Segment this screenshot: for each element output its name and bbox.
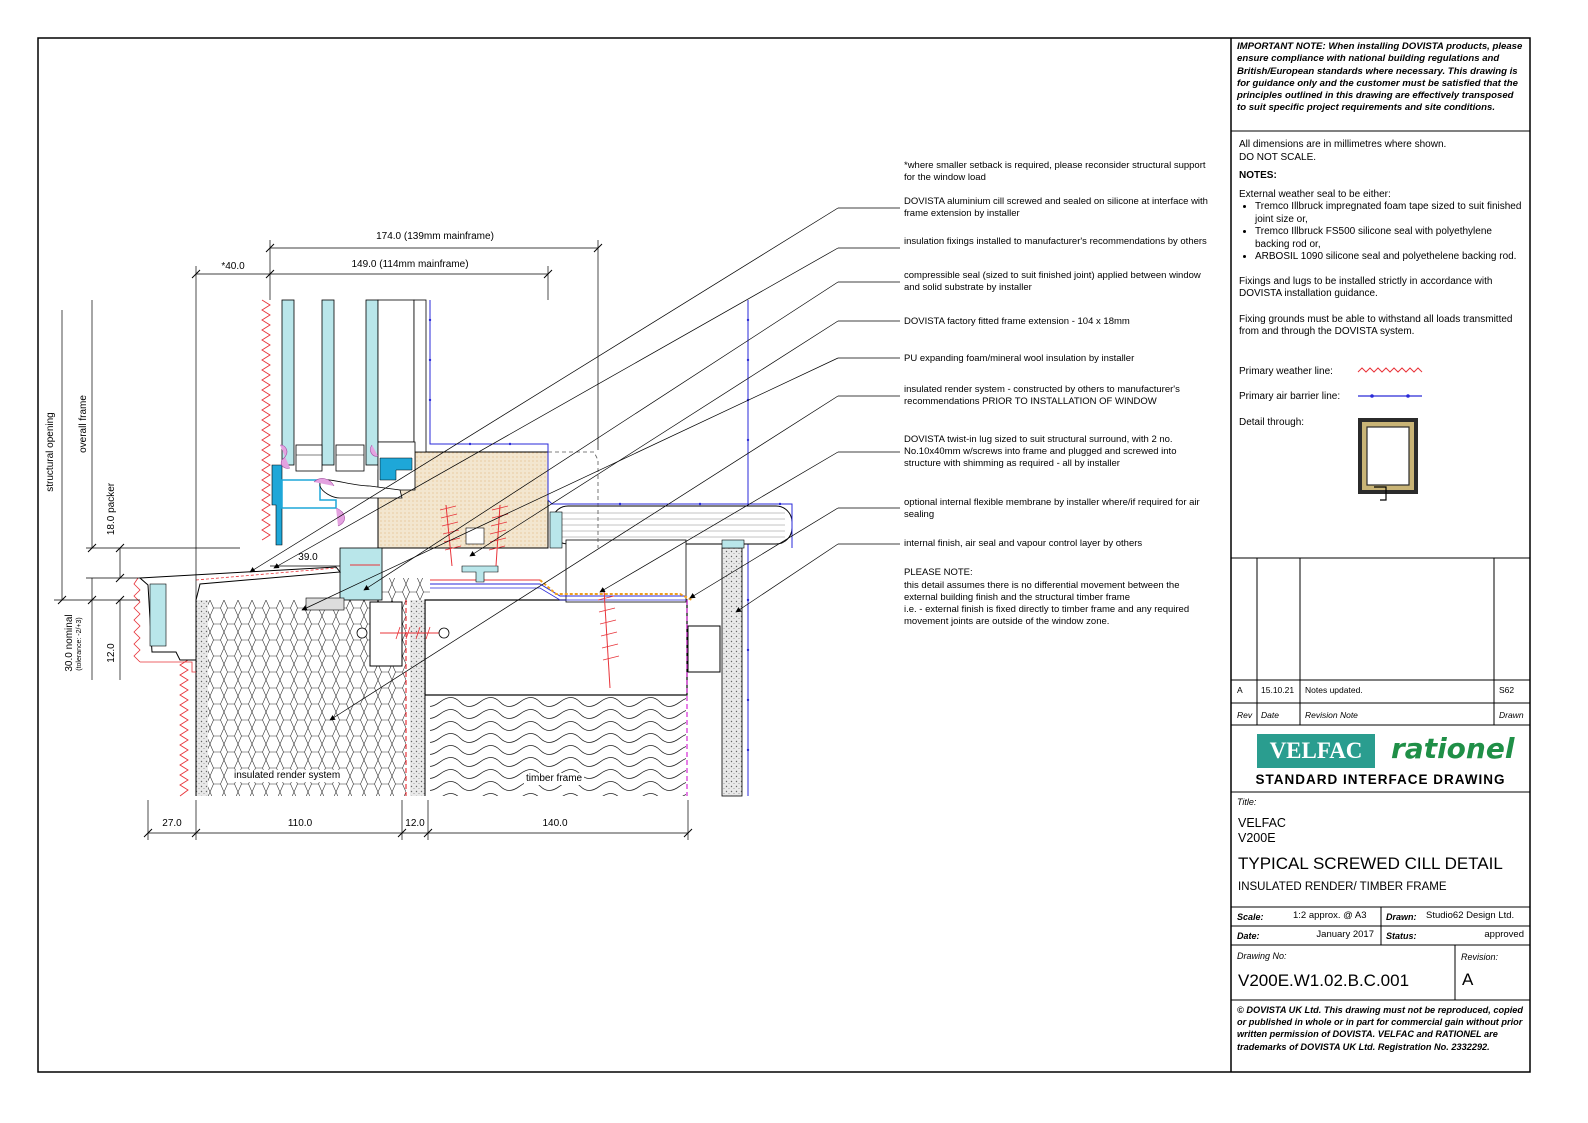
detail-through-label: Detail through:	[1239, 417, 1305, 428]
annotation-aluminium-cill: DOVISTA aluminium cill screwed and seale…	[904, 196, 1208, 219]
velfac-logo-text: VELFAC	[1269, 738, 1363, 763]
dimension-ticks	[57, 243, 693, 838]
scale-label: Scale:	[1237, 912, 1264, 922]
dim-174: 174.0 (139mm mainframe)	[376, 231, 494, 242]
revision-label: Revision:	[1461, 952, 1499, 962]
revision-header-drawn: Drawn	[1499, 710, 1524, 720]
revision-header-note: Revision Note	[1305, 710, 1358, 720]
revision-header-date: Date	[1261, 710, 1279, 720]
grounds-note: Fixing grounds must be able to withstand…	[1239, 313, 1513, 338]
scale-value: 1:2 approx. @ A3	[1293, 910, 1367, 921]
section-drawing	[133, 299, 793, 797]
seal-option: ARBOSIL 1090 silicone seal and polyethel…	[1255, 251, 1525, 264]
dim-tolerance: (tolerance: -2/+3)	[76, 617, 83, 671]
revision-value: A	[1462, 970, 1474, 989]
dim-12-vertical: 12.0	[106, 643, 117, 663]
annotation-setback: *where smaller setback is required, plea…	[904, 160, 1206, 183]
drawn-value: Studio62 Design Ltd.	[1426, 910, 1515, 921]
annotation-insulation-fixings: insulation fixings installed to manufact…	[904, 236, 1207, 247]
sheet-border	[37, 37, 1531, 1073]
drawing-number: V200E.W1.02.B.C.001	[1238, 971, 1410, 990]
annotation-compressible-seal: compressible seal (sized to suit finishe…	[904, 270, 1201, 293]
annotation-twist-lug: DOVISTA twist-in lug sized to suit struc…	[904, 434, 1177, 469]
dims-note: All dimensions are in millimetres where …	[1239, 139, 1447, 150]
important-note: IMPORTANT NOTE: When installing DOVISTA …	[1237, 41, 1525, 115]
drawing-sub-title: INSULATED RENDER/ TIMBER FRAME	[1238, 881, 1447, 893]
dim-12-bottom: 12.0	[405, 818, 425, 829]
annotation-frame-extension: DOVISTA factory fitted frame extension -…	[904, 316, 1130, 327]
general-notes: All dimensions are in millimetres where …	[1239, 139, 1525, 339]
product-line-1: VELFAC	[1238, 816, 1286, 830]
rationel-logo-text: rationel	[1391, 732, 1515, 765]
status-value: approved	[1484, 929, 1524, 940]
velfac-logo	[1257, 734, 1375, 768]
fixings-note: Fixings and lugs to be installed strictl…	[1239, 275, 1493, 300]
please-note-heading: PLEASE NOTE:	[904, 567, 973, 578]
dim-27: 27.0	[162, 818, 182, 829]
drawing-type-subtitle: STANDARD INTERFACE DRAWING	[1255, 772, 1506, 787]
date-label: Date:	[1237, 931, 1260, 941]
seal-options-list: Tremco Illbruck impregnated foam tape si…	[1239, 201, 1525, 264]
dim-39: 39.0	[298, 552, 318, 563]
annotation-render-system: insulated render system - constructed by…	[904, 384, 1180, 407]
dim-packer: 18.0 packer	[106, 482, 117, 536]
dimension-lines	[54, 240, 689, 840]
label-timber-frame: timber frame	[524, 773, 585, 785]
drawing-no-label: Drawing No:	[1237, 951, 1287, 961]
revision-row-rev: A	[1237, 685, 1243, 695]
dim-110: 110.0	[287, 818, 313, 829]
please-note-text: this detail assumes there is no differen…	[904, 580, 1190, 627]
weather-line-swatch	[1357, 367, 1423, 373]
dim-40: *40.0	[221, 261, 245, 272]
weather-line-label: Primary weather line:	[1239, 366, 1333, 377]
notes-heading: NOTES:	[1239, 170, 1277, 181]
status-label: Status:	[1386, 931, 1417, 941]
important-note-text: When installing DOVISTA products, please…	[1237, 41, 1523, 114]
product-line-2: V200E	[1238, 831, 1276, 845]
revision-row-note: Notes updated.	[1305, 685, 1363, 695]
dim-structural-opening: structural opening	[45, 412, 56, 492]
dim-149: 149.0 (114mm mainframe)	[351, 259, 469, 270]
revision-row-drawn: S62	[1499, 685, 1515, 695]
seal-option: Tremco Illbruck FS500 silicone seal with…	[1255, 226, 1525, 251]
leader-lines	[249, 207, 900, 721]
seal-option: Tremco Illbruck impregnated foam tape si…	[1255, 201, 1525, 226]
title-label: Title:	[1237, 797, 1257, 807]
label-insulated-render: insulated render system	[232, 770, 343, 782]
air-line-label: Primary air barrier line:	[1239, 391, 1341, 402]
important-note-heading: IMPORTANT NOTE:	[1237, 41, 1326, 52]
drawn-label: Drawn:	[1386, 912, 1417, 922]
air-line-swatch	[1358, 394, 1422, 398]
title-block-grid	[1231, 130, 1530, 1001]
annotation-membrane: optional internal flexible membrane by i…	[904, 497, 1200, 520]
copyright-note: © DOVISTA UK Ltd. This drawing must not …	[1237, 1005, 1523, 1052]
seal-intro: External weather seal to be either:	[1239, 188, 1391, 200]
revision-row-date: 15.10.21	[1261, 685, 1295, 695]
do-not-scale: DO NOT SCALE.	[1239, 151, 1317, 163]
drawing-main-title: TYPICAL SCREWED CILL DETAIL	[1238, 854, 1503, 873]
revision-header-rev: Rev	[1237, 710, 1253, 720]
annotation-internal-finish: internal finish, air seal and vapour con…	[904, 538, 1143, 549]
date-value: January 2017	[1316, 929, 1374, 940]
dim-140: 140.0	[542, 818, 568, 829]
annotation-pu-foam: PU expanding foam/mineral wool insulatio…	[904, 353, 1135, 364]
window-thumbnail-icon	[1358, 418, 1418, 501]
dim-overall-frame: overall frame	[78, 395, 89, 453]
